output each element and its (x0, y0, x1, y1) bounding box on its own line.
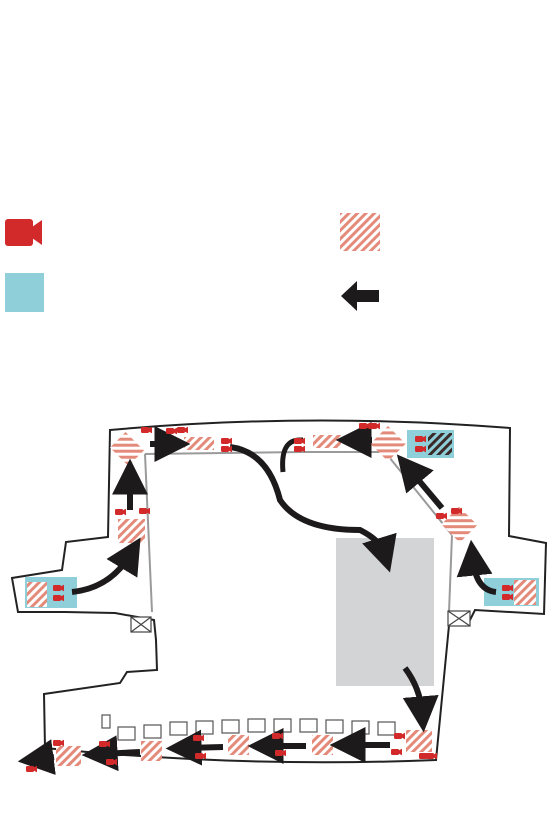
flow-arrow (81, 735, 141, 772)
stair-box (130, 616, 152, 633)
flow-arrow (71, 537, 141, 595)
flow-arrow (17, 739, 56, 775)
flow-arrow (165, 729, 224, 766)
flow-arrow (280, 437, 303, 473)
gray-room-block (336, 538, 434, 686)
stair-box (447, 610, 471, 627)
camera-icon (5, 219, 42, 246)
outer-wall (10, 419, 548, 764)
direction-arrow-icon (341, 281, 379, 311)
floor-plan (10, 419, 548, 775)
legend (5, 213, 380, 312)
flow-arrow (402, 666, 439, 733)
flow-arrow (456, 539, 497, 595)
cyan-zone-swatch (5, 273, 44, 312)
hatched-zones (27, 426, 536, 766)
hatched-zone-swatch (340, 213, 380, 251)
flow-arrow (396, 454, 445, 510)
flow-arrow (229, 444, 397, 573)
flow-arrows (17, 422, 497, 775)
